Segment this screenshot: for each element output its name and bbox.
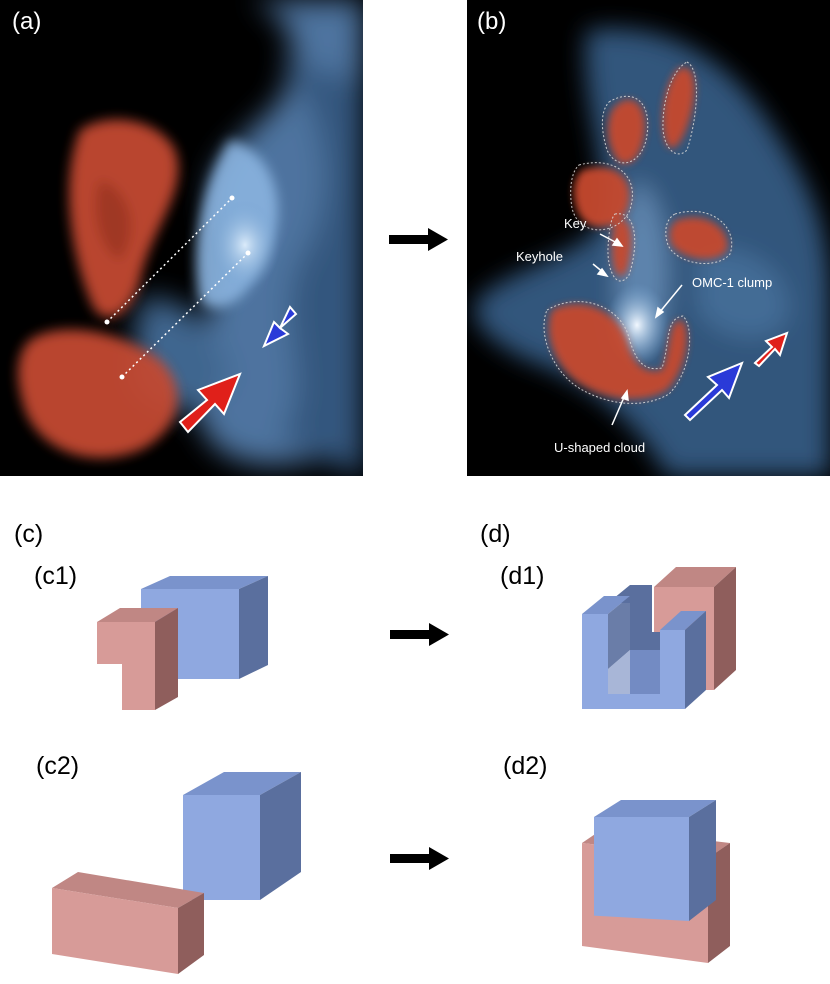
annotation-u-shaped-cloud: U-shaped cloud [554, 440, 646, 455]
label-d1: (d1) [500, 562, 545, 590]
d2-blue-cube [594, 800, 716, 921]
red-arrow-b-icon [753, 331, 789, 368]
panel-a-image: (a) [0, 0, 363, 476]
panel-b-image: (b) Key Keyhole OMC-1 clump U-shaped clo… [467, 0, 830, 476]
label-d: (d) [480, 520, 511, 548]
c2-blue-cube [183, 772, 301, 900]
label-c1: (c1) [34, 562, 78, 590]
d1-blue-u-block [582, 585, 706, 709]
label-c2: (c2) [36, 752, 80, 780]
annotation-key: Key [564, 216, 587, 231]
panel-a-label: (a) [12, 8, 42, 35]
annotation-keyhole: Keyhole [516, 249, 563, 264]
transition-arrow-top-icon [389, 228, 448, 251]
label-d2: (d2) [503, 752, 548, 780]
label-c: (c) [14, 520, 44, 548]
panel-b-label: (b) [477, 8, 507, 35]
red-arrow-icon [178, 372, 242, 434]
panel-b-cloud-image [474, 28, 830, 476]
dotted-line-upper [106, 197, 233, 323]
c1-red-l-block [97, 608, 178, 710]
annotation-omc1-clump: OMC-1 clump [692, 275, 773, 290]
transition-arrow-c1-icon [390, 623, 449, 646]
c2-red-slab [52, 872, 204, 974]
blue-arrow-icon [262, 305, 298, 349]
transition-arrow-c2-icon [390, 847, 449, 870]
panel-a-cloud-image [18, 0, 363, 476]
blue-arrow-b-icon [683, 361, 744, 422]
